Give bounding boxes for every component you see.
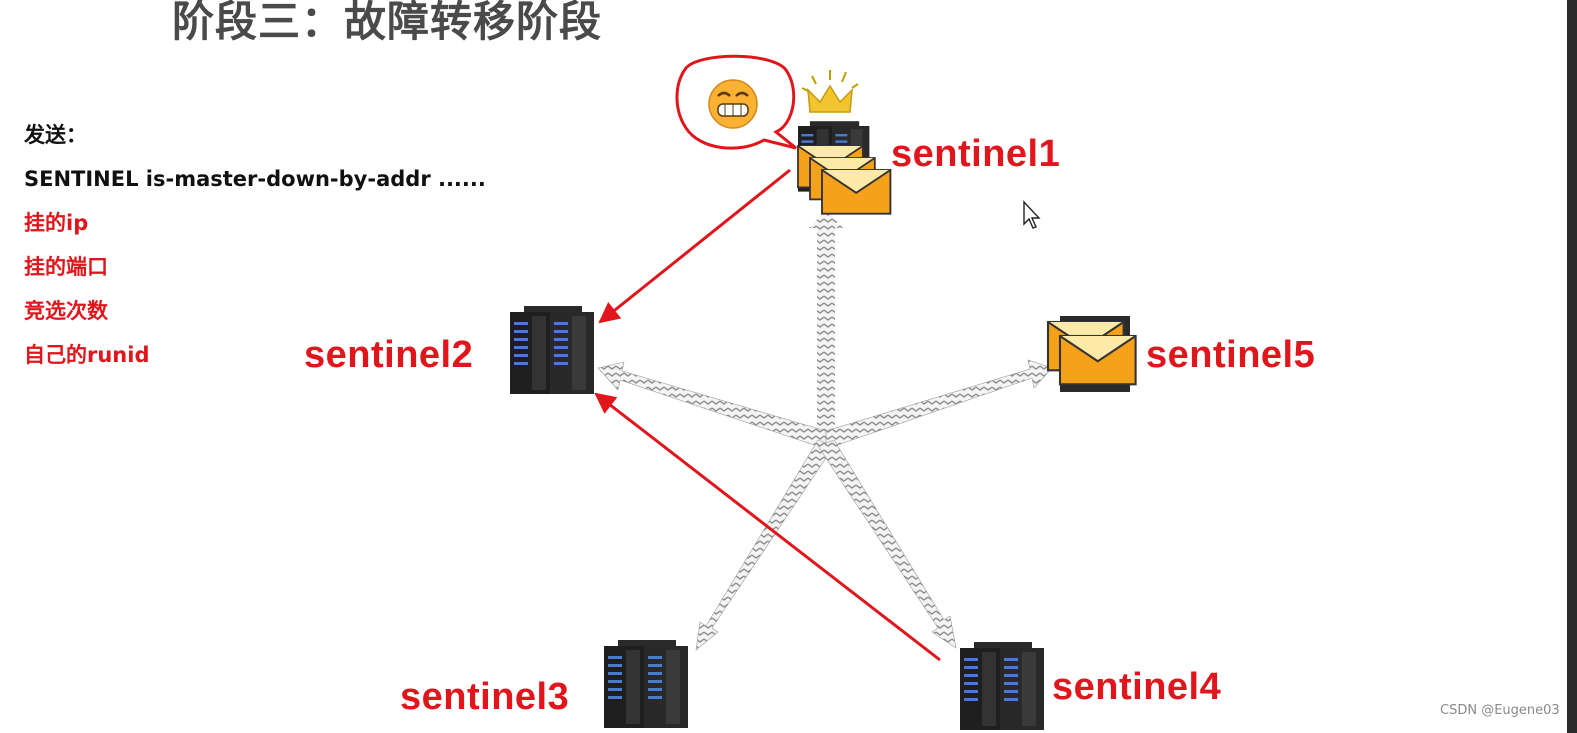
crown-icon <box>801 70 859 113</box>
sentinel4-label: sentinel4 <box>1052 666 1222 708</box>
window-edge <box>1567 0 1577 733</box>
broadcast-arrow-left <box>597 361 827 450</box>
sentinel2-label: sentinel2 <box>304 334 474 376</box>
sentinel1-group <box>675 54 892 215</box>
broadcast-arrow-down-left <box>695 439 835 651</box>
broadcast-arrow-up <box>809 210 843 440</box>
watermark: CSDN @Eugene03 <box>1440 703 1560 718</box>
speech-bubble <box>675 54 797 150</box>
param-runid: 自己的runid <box>24 343 150 367</box>
sentinel4-server-icon <box>960 642 1044 730</box>
broadcast-arrow-down-right <box>817 439 957 649</box>
param-ip: 挂的ip <box>24 211 89 235</box>
broadcast-arrow-right <box>825 359 1053 450</box>
sentinel1-label: sentinel1 <box>891 133 1061 175</box>
broadcast-arrows <box>597 210 1053 651</box>
envelope-icon <box>797 145 892 215</box>
send-panel: 发送： SENTINEL is-master-down-by-addr ....… <box>24 118 486 382</box>
vote-arrow-s1-to-s2 <box>598 168 791 324</box>
send-heading: 发送： <box>24 123 87 147</box>
mouse-cursor-icon <box>1023 200 1041 229</box>
sentinel5-label: sentinel5 <box>1146 334 1316 376</box>
send-command: SENTINEL is-master-down-by-addr ...... <box>24 167 486 191</box>
param-port: 挂的端口 <box>24 255 108 279</box>
slide-title: 阶段三：故障转移阶段 <box>172 0 603 46</box>
sentinel3-label: sentinel3 <box>400 676 570 718</box>
param-election-count: 竞选次数 <box>24 299 108 323</box>
sentinel2-server-icon <box>510 306 594 394</box>
sentinel5-envelope-icon <box>1046 316 1137 392</box>
vote-arrow-s4-to-s2 <box>594 392 941 662</box>
grinning-face-icon <box>708 79 758 129</box>
sentinel3-server-icon <box>604 640 688 728</box>
